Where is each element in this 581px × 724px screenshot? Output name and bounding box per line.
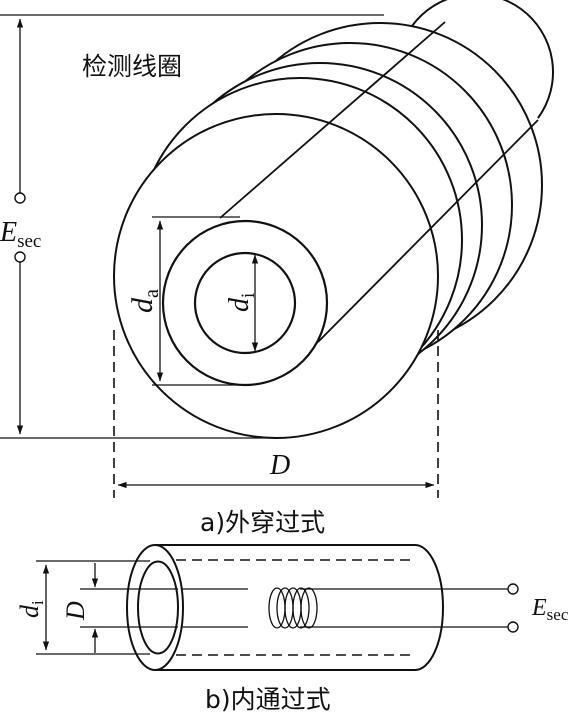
voltage-label-a: Esec	[0, 217, 41, 252]
caption-b: b)内通过式	[205, 685, 331, 714]
coil-diameter-label: D	[269, 450, 290, 481]
bobbin-coil-icon	[268, 587, 318, 629]
voltage-dimension	[0, 14, 384, 439]
caption-a: a)外穿过式	[200, 508, 325, 537]
tube-inner-circle	[193, 251, 297, 355]
probe-diameter-label-b: D	[61, 601, 90, 621]
bar-end-cap	[411, 0, 554, 119]
inner-diameter-dimension-b	[36, 560, 150, 655]
coil-label: 检测线圈	[82, 52, 182, 81]
diagram-a: da di Esec 检测线圈 D a)外穿过式	[0, 0, 554, 537]
voltage-terminal-bottom	[14, 251, 26, 263]
voltage-terminal-top	[14, 192, 26, 204]
tube-end-inner	[137, 560, 179, 655]
voltage-label-b: Esec	[531, 595, 569, 624]
diagram-b: Esec di D b)内通过式	[15, 544, 569, 714]
outer-diameter-label: da	[126, 289, 163, 313]
coil-diameter-dimension	[113, 330, 439, 498]
probe-diameter-dimension-b	[80, 563, 178, 653]
tube-body	[155, 544, 444, 671]
tube-bore-hidden	[160, 559, 412, 656]
outer-diameter-dimension	[152, 216, 240, 386]
probe-leads	[182, 588, 508, 628]
inner-diameter-label: di	[224, 293, 259, 312]
bar-silhouette	[219, 21, 539, 343]
voltage-terminals-b	[507, 583, 519, 633]
inner-diameter-label-b: di	[15, 600, 47, 618]
coil-turns	[113, 22, 543, 439]
